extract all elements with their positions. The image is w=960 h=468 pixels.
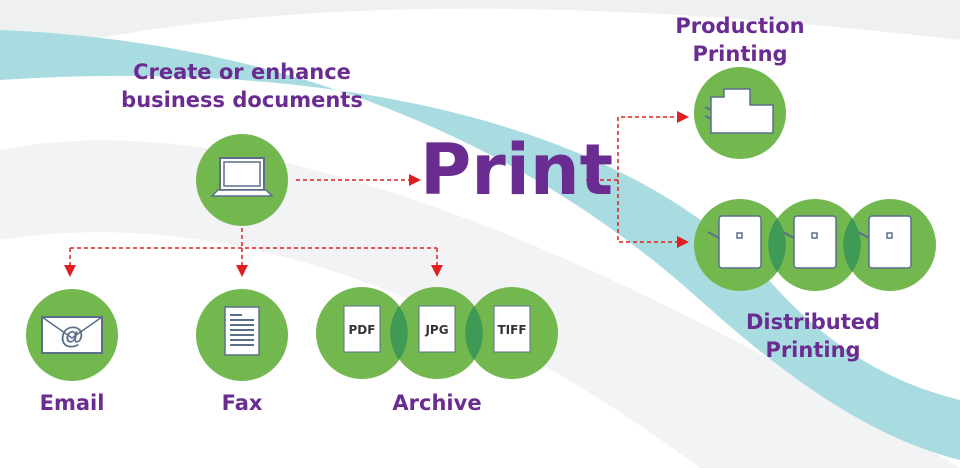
format-pdf: PDF bbox=[348, 323, 376, 337]
fax-document-icon bbox=[196, 289, 288, 381]
email-label: Email bbox=[39, 391, 105, 415]
format-jpg: JPG bbox=[425, 323, 449, 337]
svg-text:@: @ bbox=[60, 323, 83, 350]
print-title: Print bbox=[420, 129, 614, 211]
production-label: Production Printing bbox=[640, 12, 840, 68]
fax-label: Fax bbox=[221, 391, 263, 415]
archive-label: Archive bbox=[392, 391, 482, 415]
background-swoosh-gray bbox=[0, 0, 960, 60]
flow-arrows bbox=[64, 111, 689, 277]
production-printer-icon bbox=[694, 67, 786, 159]
format-tiff: TIFF bbox=[497, 323, 527, 337]
archive-icons bbox=[316, 287, 558, 379]
create-label-line2: business documents bbox=[121, 88, 363, 112]
production-label-line1: Production bbox=[675, 14, 805, 38]
laptop-icon bbox=[196, 134, 288, 226]
distributed-label: Distributed Printing bbox=[713, 308, 913, 364]
create-label: Create or enhance business documents bbox=[92, 58, 392, 114]
distributed-label-line1: Distributed bbox=[745, 310, 881, 334]
production-label-line2: Printing bbox=[692, 42, 788, 66]
distributed-label-line2: Printing bbox=[765, 338, 861, 362]
office-printer-icon bbox=[694, 199, 936, 291]
background-band-teal bbox=[0, 30, 960, 460]
create-label-line1: Create or enhance bbox=[133, 60, 351, 84]
envelope-icon: @ bbox=[26, 289, 118, 381]
